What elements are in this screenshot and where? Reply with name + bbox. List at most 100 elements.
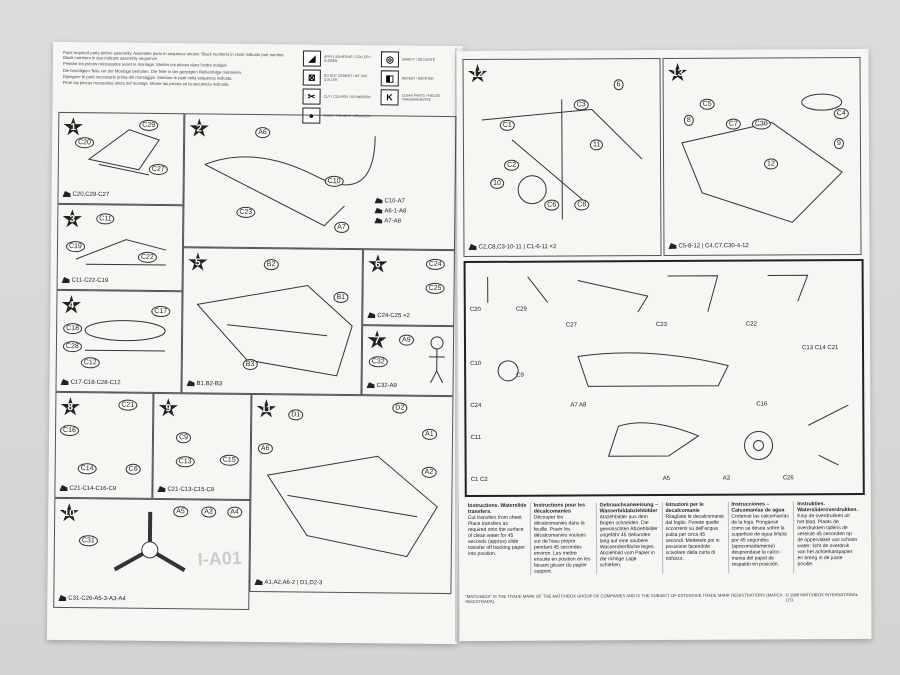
step-panel: 2 A6 C10 C23 A7 C10-A7 A6-1-A8 A7-A8 — [182, 113, 457, 251]
part-label: D2 — [392, 402, 408, 414]
part-label: A9 — [398, 334, 414, 346]
lang-body: Découper les décalcomanies dans la feuil… — [533, 514, 591, 575]
lang-body: Knip de overdrukken uit het blad. Plaats… — [797, 513, 858, 568]
parts-text: C21-C14-C16-C9 — [69, 485, 117, 493]
wing-sketch — [196, 285, 353, 377]
lang-column: Gebrauchsanweisung – Wasserbildabziehbil… — [595, 502, 662, 575]
parts-text: C17-C18-C28-C12 — [70, 379, 121, 387]
part-label: C23 — [236, 206, 256, 218]
parts-text: A6-1-A8 — [384, 208, 407, 215]
airframe-sketch — [266, 455, 438, 558]
part-label: C25 — [425, 282, 445, 294]
part-label: B1 — [333, 291, 349, 303]
lang-body: Ritagliate le decalcomanie dal foglio. P… — [665, 513, 724, 562]
part-label: C6 — [544, 199, 560, 211]
trademark-footer: "MATCHBOX" IS THE TRADE MARK OF THE MATC… — [465, 592, 861, 604]
part-label: 6 — [613, 79, 624, 91]
part-label: C29 — [139, 119, 159, 131]
part-label: C13 — [175, 456, 195, 468]
step-panel: 9 C9 C13 C15 C21-C13-C15-C9 — [152, 392, 252, 500]
parts-text: C5-8-12 | C4,C7,C30-4-12 — [678, 243, 749, 250]
parts-sequence: A1,A2,A6-2 | D1,D2-3 — [254, 579, 322, 586]
lang-body: Cortense las calcomanías de la hoja. Pon… — [731, 513, 789, 568]
propeller-sketch — [113, 511, 186, 573]
part-label: C3 — [573, 99, 589, 111]
step-number: 7 — [367, 330, 387, 350]
step-number: 13 — [668, 63, 688, 83]
lang-heading: Instructions pour les décalcomanies — [533, 502, 586, 515]
glue-icon — [367, 312, 375, 318]
key-text: SAFETY / SÉCURITÉ — [401, 57, 436, 62]
glue-icon — [374, 218, 382, 224]
step-number: 8 — [60, 397, 80, 417]
parts-text: C32-A9 — [376, 382, 397, 390]
step-panel: 11 D1 D2 A6 A1 A2 A1,A2,A6-2 | D1,D2-3 — [249, 393, 454, 595]
ring-icon: ◎ — [380, 51, 400, 68]
intro-text: Paint required parts before assembly. As… — [63, 50, 295, 89]
parts-sequence: C21-C13-C15-C9 — [157, 486, 214, 493]
intro-line: Pinte las piezas necesarias antes del mo… — [62, 79, 230, 87]
step-panel: 4 C18 C28 C17 C12 C17-C18-C28-C12 — [55, 289, 183, 394]
step-panel: 12 C1 C3 C2 C6 C8 10 11 6 C2,C8,C3-10-11… — [462, 58, 662, 258]
decal-instructions: Instructions. Waterslide transfers.Cut t… — [465, 500, 862, 575]
part-label: B2 — [263, 259, 279, 271]
part-label: C32 — [368, 356, 388, 368]
part-label: 8 — [683, 114, 694, 126]
part-label: C28 — [62, 340, 82, 353]
part-label: C2 — [504, 159, 520, 171]
step-panel: 3 C11 C19 C22 C11-C22-C19 — [56, 203, 184, 292]
part-label: C8 — [574, 199, 590, 211]
sprue-label: C26 — [782, 475, 794, 482]
parts-painting-guide: C20 C29 C27 C23 C22 C13 C14 C21 C10 C9 A… — [463, 258, 865, 498]
glue-icon: ◢ — [302, 50, 322, 67]
lang-body: Cut transfers from sheet. Place transfer… — [467, 514, 525, 558]
parts-text: B1,B2-B3 — [196, 380, 223, 388]
part-label: C27 — [148, 163, 168, 176]
parts-sequence: C5-8-12 | C4,C7,C30-4-12 — [668, 243, 749, 250]
part-label: C17 — [151, 305, 171, 318]
glue-icon — [468, 244, 476, 250]
glue-icon — [157, 486, 165, 492]
parts-sequence: C11-C22-C19 — [62, 277, 109, 284]
parts-text: A7-A8 — [384, 218, 401, 225]
part-label: A5 — [173, 506, 188, 518]
right-instruction-page: 12 C1 C3 C2 C6 C8 10 11 6 C2,C8,C3-10-11… — [456, 48, 872, 642]
parts-sequence: C10-A7 A6-1-A8 A7-A8 — [374, 196, 406, 226]
sprue-label: A5 — [662, 475, 671, 483]
lang-heading: Istruzioni per le decalcomanie — [665, 501, 704, 514]
pilot-sketch — [428, 336, 445, 384]
part-label: C18 — [63, 322, 83, 335]
key-text: REPEAT / RÉPÉTER — [401, 76, 434, 81]
parts-text: C31-C26-A5-3-A3-A4 — [68, 595, 126, 603]
step-number: 9 — [158, 398, 178, 418]
glue-icon — [668, 243, 676, 249]
fuselage-sketch — [204, 136, 376, 227]
parts-sequence: C21-C14-C16-C9 — [59, 485, 116, 492]
glue-icon — [61, 379, 69, 385]
parts-sketch — [487, 274, 849, 466]
part-label: C1 — [499, 119, 515, 131]
step-panel: 7 A9 C32 C32-A9 — [361, 325, 455, 397]
part-label: A6 — [257, 443, 273, 455]
part-label: C15 — [219, 454, 239, 466]
key-text: CLEAR PARTS / PIÈCES TRANSPARENTES — [401, 93, 441, 102]
repeat-icon: ◧ — [380, 70, 399, 87]
parts-text: C11-C22-C19 — [71, 277, 109, 285]
part-label: A2 — [421, 466, 437, 478]
parts-sequence: C20,C29-C27 — [63, 191, 110, 198]
parts-text: C20,C29-C27 — [72, 191, 110, 199]
key-entry: ◎SAFETY / SÉCURITÉ — [380, 51, 453, 68]
parts-sequence: C17-C18-C28-C12 — [61, 379, 121, 386]
part-label: 9 — [833, 138, 844, 150]
tank-sketch — [84, 320, 166, 352]
part-label: C5 — [699, 98, 715, 110]
key-entry: ◢APPLY ADHESIVE / COLLER / KLEBEN — [302, 50, 375, 67]
key-entry: ✂CUT / COUPER / SCHNEIDEN — [302, 88, 375, 105]
part-label: C30 — [751, 118, 771, 130]
step-panel: 8 C21 C16 C14 C6 C21-C14-C16-C9 — [54, 391, 154, 499]
lang-column: Instrukties. Waterslideroverdrukken.Knip… — [793, 500, 862, 574]
part-label: A1 — [421, 428, 437, 440]
step-panel: 10 C31 A5 A3 A4 C31-C26-A5-3-A3-A4 — [53, 497, 251, 610]
glue-icon — [374, 208, 382, 214]
